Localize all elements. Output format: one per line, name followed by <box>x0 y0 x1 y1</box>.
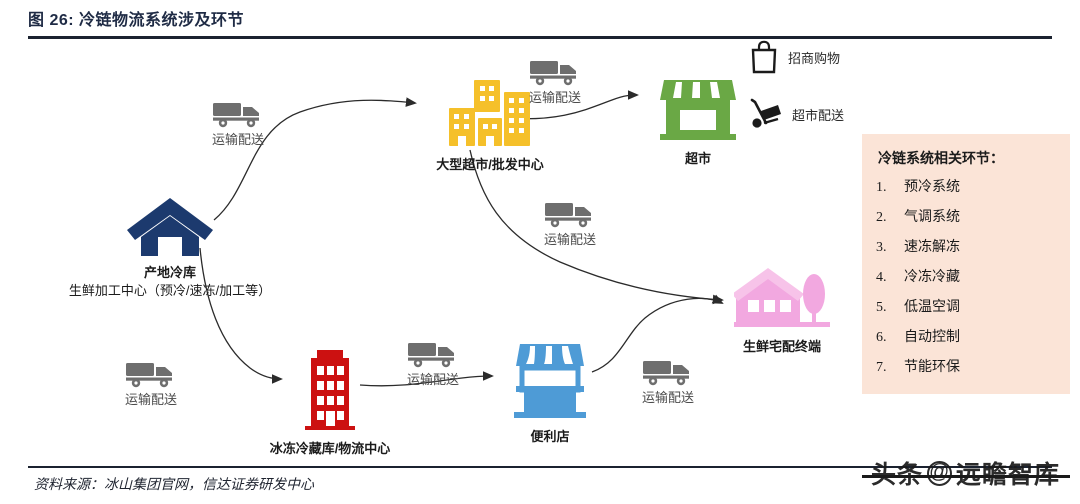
list-item: 7. 节能环保 <box>876 356 1066 386</box>
office-building-icon <box>305 350 355 430</box>
transport-label-6: 运输配送 <box>613 358 723 406</box>
truck-icon <box>213 103 259 128</box>
list-item-number: 7. <box>876 360 887 375</box>
figure-header: 图 26: 冷链物流系统涉及环节 <box>28 6 1052 39</box>
list-item-number: 4. <box>876 270 887 285</box>
list-item-label: 节能环保 <box>904 358 960 374</box>
list-item-label: 气调系统 <box>904 208 960 224</box>
transport-label-text: 运输配送 <box>543 232 596 247</box>
transport-label-text: 运输配送 <box>641 390 694 405</box>
storefront-icon <box>660 80 736 140</box>
transport-label-text: 运输配送 <box>124 392 177 407</box>
node-supermarket[interactable]: 超市 <box>638 78 758 168</box>
list-item-label: 预冷系统 <box>904 178 960 194</box>
storefront-icon <box>514 344 586 418</box>
node-cold-warehouse[interactable]: 冰冻冷藏库/物流中心 <box>250 348 410 458</box>
transport-label-1: 运输配送 <box>183 100 293 148</box>
title-divider <box>28 36 1052 39</box>
list-item: 4. 冷冻冷藏 <box>876 266 1066 296</box>
list-item-label: 冷冻冷藏 <box>904 268 960 284</box>
transport-label-text: 运输配送 <box>406 372 459 387</box>
list-item-number: 2. <box>876 210 887 225</box>
list-item: 6. 自动控制 <box>876 326 1066 356</box>
transport-label-2: 运输配送 <box>500 58 610 106</box>
watermark-right: 远瞻智库 <box>956 461 1061 489</box>
truck-icon <box>545 203 591 228</box>
transport-label-4: 运输配送 <box>96 360 206 408</box>
source-note: 资料来源：冰山集团官网，信达证券研发中心 <box>34 478 314 493</box>
list-item-number: 3. <box>876 240 887 255</box>
panel-title: 冷链系统相关环节： <box>878 150 1004 166</box>
list-item-label: 低温空调 <box>904 298 960 314</box>
node-label: 生鲜宅配终端 <box>742 339 821 354</box>
cold-chain-modules-panel: 冷链系统相关环节： 1. 预冷系统 2. 气调系统 3. 速冻解冻 4. 冷冻冷… <box>862 134 1070 394</box>
node-origin-cold-storage[interactable]: 产地冷库 生鲜加工中心（预冷/速冻/加工等） <box>69 196 271 299</box>
list-item: 1. 预冷系统 <box>876 176 1066 206</box>
house-tree-icon <box>734 268 830 327</box>
buildings-icon <box>449 80 530 146</box>
list-item: 5. 低温空调 <box>876 296 1066 326</box>
page-title: 图 26: 冷链物流系统涉及环节 <box>28 12 245 29</box>
watermark: 头条 @ 远瞻智库 <box>858 452 1073 494</box>
node-label: 大型超市/批发中心 <box>436 157 544 172</box>
panel-list: 1. 预冷系统 2. 气调系统 3. 速冻解冻 4. 冷冻冷藏 5. 低温空调 … <box>876 176 1066 386</box>
transport-label-5: 运输配送 <box>378 340 488 388</box>
shopping-bag-icon <box>751 40 777 74</box>
truck-icon <box>126 363 172 388</box>
node-label: 冰冻冷藏库/物流中心 <box>269 441 391 456</box>
node-convenience-store[interactable]: 便利店 <box>495 340 605 446</box>
list-item: 2. 气调系统 <box>876 206 1066 236</box>
watermark-strike <box>862 475 1070 478</box>
list-item-number: 1. <box>876 180 887 195</box>
list-item-label: 速冻解冻 <box>904 238 960 254</box>
transport-label-3: 运输配送 <box>515 200 625 248</box>
list-item-label: 自动控制 <box>904 328 960 344</box>
node-label: 产地冷库 <box>143 265 196 280</box>
at-icon: @ <box>927 460 952 486</box>
node-sublabel: 生鲜加工中心（预冷/速冻/加工等） <box>68 282 272 298</box>
watermark-left: 头条 <box>870 461 923 489</box>
truck-icon <box>530 61 576 86</box>
list-item: 3. 速冻解冻 <box>876 236 1066 266</box>
house-icon <box>127 198 213 256</box>
truck-icon <box>643 361 689 386</box>
footer-divider <box>28 466 1052 468</box>
transport-label-text: 运输配送 <box>528 90 581 105</box>
node-label: 便利店 <box>530 429 570 444</box>
side-caption-delivery: 超市配送 <box>748 98 844 130</box>
side-caption-text: 招商购物 <box>788 50 841 66</box>
truck-icon <box>408 343 454 368</box>
list-item-number: 5. <box>876 300 887 315</box>
side-caption-shopping: 招商购物 <box>750 40 840 74</box>
node-home-delivery[interactable]: 生鲜宅配终端 <box>722 268 842 356</box>
side-caption-text: 超市配送 <box>792 107 845 123</box>
transport-label-text: 运输配送 <box>211 132 264 147</box>
hand-truck-icon <box>750 98 781 128</box>
node-hypermarket[interactable]: 大型超市/批发中心 <box>400 78 580 174</box>
list-item-number: 6. <box>876 330 887 345</box>
node-label: 超市 <box>684 151 711 166</box>
